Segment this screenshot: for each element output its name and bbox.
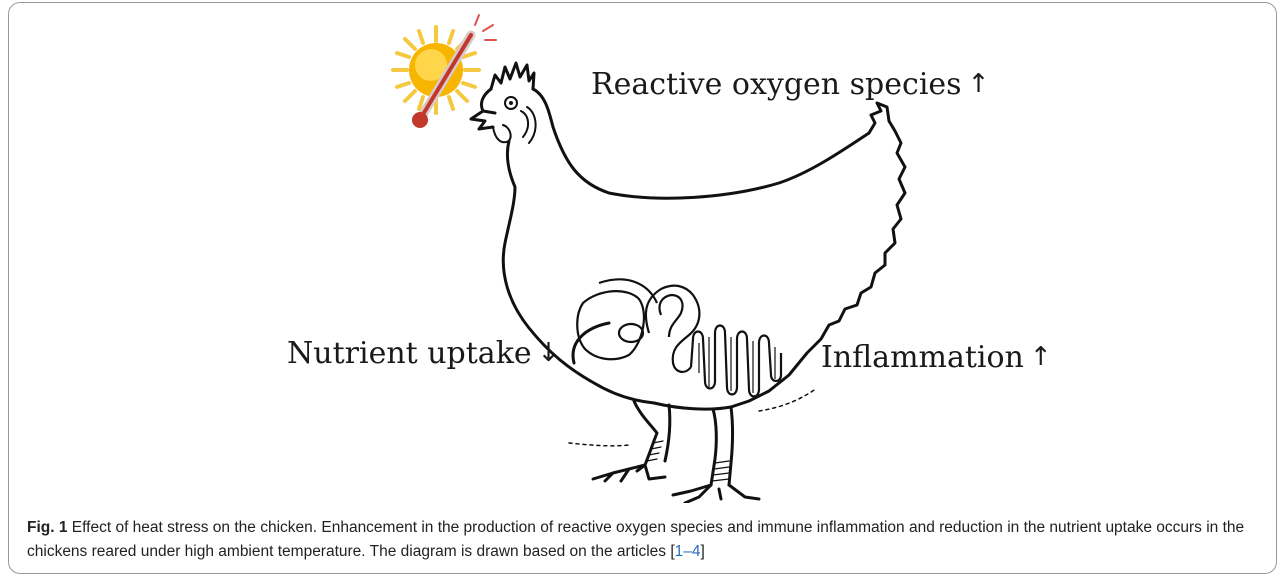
- inflammation-label: Inflammation↑: [821, 343, 1052, 373]
- increase-arrow-icon: ↑: [968, 69, 990, 99]
- reference-bracket-close: ]: [701, 543, 705, 560]
- increase-arrow-icon: ↑: [1030, 342, 1052, 372]
- decrease-arrow-icon: ↓: [538, 338, 560, 368]
- figure-frame: Reactive oxygen species↑ Nutrient uptake…: [8, 2, 1277, 574]
- reactive-oxygen-species-text: Reactive oxygen species: [591, 67, 962, 102]
- intestine-illustration: [577, 279, 781, 396]
- figure-number: Fig. 1: [27, 519, 67, 536]
- figure-caption: Fig. 1 Effect of heat stress on the chic…: [27, 516, 1267, 564]
- chicken-illustration: [471, 63, 905, 503]
- reactive-oxygen-species-label: Reactive oxygen species↑: [591, 70, 989, 100]
- caption-text: Effect of heat stress on the chicken. En…: [27, 519, 1244, 560]
- inflammation-text: Inflammation: [821, 340, 1024, 375]
- nutrient-uptake-label: Nutrient uptake↓: [287, 339, 559, 369]
- reference-link[interactable]: 1–4: [675, 543, 701, 560]
- nutrient-uptake-text: Nutrient uptake: [287, 336, 532, 371]
